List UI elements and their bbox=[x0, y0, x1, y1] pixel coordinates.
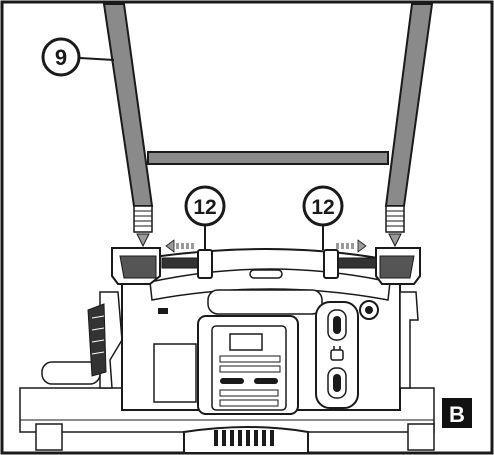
display-window bbox=[229, 333, 263, 351]
callout-12-left-label: 12 bbox=[193, 196, 216, 219]
callout-9-label: 9 bbox=[55, 45, 67, 70]
callout-12-left: 12 bbox=[184, 185, 226, 250]
upper-grip bbox=[207, 289, 323, 315]
clamp-screw-right bbox=[323, 249, 339, 279]
left-panel-inset bbox=[153, 343, 197, 403]
thread-left bbox=[133, 205, 153, 233]
insert-arrow-right-icon bbox=[388, 233, 402, 248]
handle-assembly bbox=[102, 3, 434, 248]
callout-12-right-label: 12 bbox=[311, 196, 334, 219]
callout-12-left-circle bbox=[184, 185, 226, 227]
handle-left-tube bbox=[102, 3, 154, 207]
clamp-bar bbox=[111, 239, 421, 285]
clamp-screw-left bbox=[197, 249, 213, 279]
slide-arrow-right-icon bbox=[336, 239, 367, 253]
small-label-tag bbox=[158, 308, 168, 314]
carry-slot bbox=[249, 269, 283, 279]
handle-crossbar bbox=[147, 151, 389, 165]
side-bracket-right bbox=[399, 291, 419, 389]
crank-knob bbox=[41, 303, 107, 385]
bottom-vent bbox=[183, 426, 309, 454]
foot-left bbox=[35, 423, 63, 451]
callout-12-right-circle bbox=[302, 185, 344, 227]
figure-badge: B bbox=[442, 398, 472, 428]
callout-12-right: 12 bbox=[302, 185, 344, 250]
machine-body bbox=[19, 248, 435, 454]
figure-badge-box bbox=[442, 398, 472, 428]
insert-arrow-left-icon bbox=[136, 233, 150, 248]
callout-9-leader bbox=[79, 57, 115, 61]
callout-9-circle bbox=[41, 37, 81, 77]
slide-arrow-left-icon bbox=[165, 239, 194, 253]
handle-right-tube bbox=[384, 3, 434, 207]
thread-right bbox=[385, 205, 405, 233]
figure-badge-label: B bbox=[449, 402, 465, 427]
plug-icon bbox=[330, 346, 344, 361]
switch-right bbox=[254, 378, 278, 384]
callout-9: 9 bbox=[41, 37, 115, 77]
foot-right bbox=[407, 423, 435, 451]
switch-left bbox=[220, 378, 244, 384]
